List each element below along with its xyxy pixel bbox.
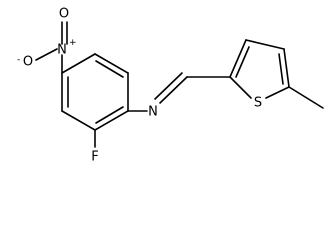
charge-o-minus: - <box>17 55 20 65</box>
bond-lines <box>35 21 324 148</box>
bond-t2-t3 <box>229 39 247 78</box>
atom-label-sulfur: S <box>254 96 262 111</box>
bond-imine-n-ch <box>159 76 188 104</box>
atom-label-n-nitro: N <box>57 43 67 58</box>
bond-c1-c2 <box>61 53 96 74</box>
atom-label-o-top: O <box>59 7 69 22</box>
bond-sulfur-t2 <box>229 76 252 99</box>
atom-label-fluorine: F <box>91 150 98 165</box>
bond-c5-c6 <box>61 110 96 131</box>
bond-t5-sulfur <box>265 86 290 99</box>
bond-t5-methyl <box>288 86 324 109</box>
bond-c2-c3-inner <box>95 60 124 78</box>
bond-t3-t4 <box>245 39 285 50</box>
charge-n-nitro: + <box>69 38 77 48</box>
atom-label-imine-n: N <box>148 105 158 120</box>
atom-labels: O - O N + N S F <box>17 7 262 165</box>
bond-t4-t5-inner <box>278 53 284 85</box>
bond-c4-c5-inner <box>95 106 124 124</box>
bond-c2-c3 <box>94 53 129 74</box>
bond-imine-n-ch-double <box>154 72 183 100</box>
atom-label-o-minus: O <box>23 55 33 70</box>
bond-c4-c5 <box>94 110 129 131</box>
bond-t2-t3-inner <box>235 46 250 78</box>
bond-n-o-minus <box>35 48 58 61</box>
molecule-structure-diagram: O - O N + N S F <box>17 7 324 165</box>
bond-t4-t5 <box>283 48 290 88</box>
